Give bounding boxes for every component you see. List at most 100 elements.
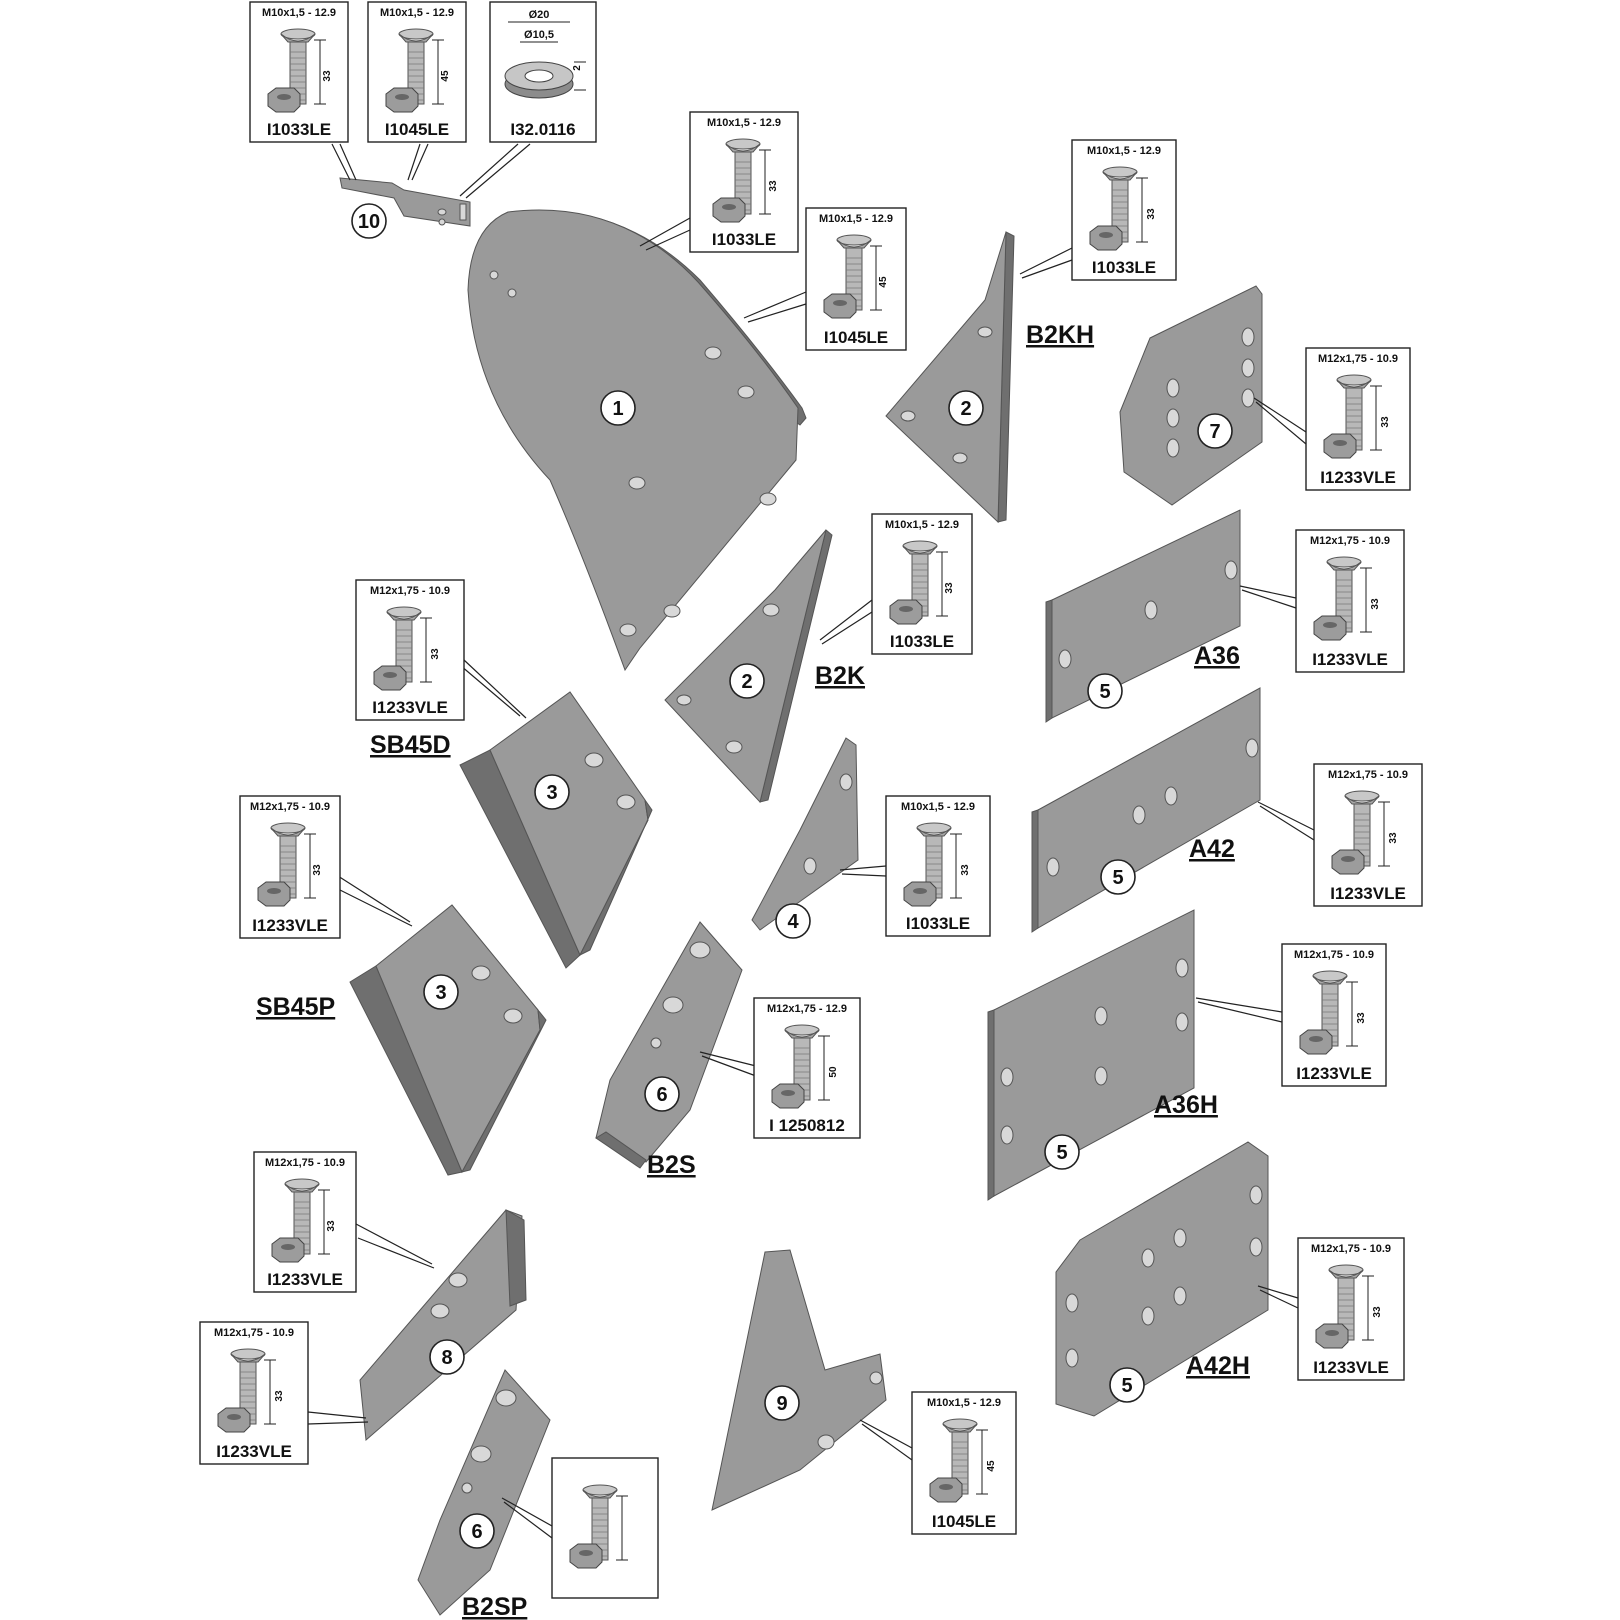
svg-text:45: 45: [440, 70, 451, 82]
svg-text:I1033LE: I1033LE: [1092, 258, 1156, 277]
bolt-box: M10x1,5 - 12.9 33 I1033LE: [1071, 139, 1177, 281]
part-3-sb45d: [459, 691, 653, 969]
callout-10: 10: [351, 203, 387, 239]
svg-text:33: 33: [322, 70, 333, 82]
svg-text:M12x1,75 - 12.9: M12x1,75 - 12.9: [767, 1003, 847, 1015]
svg-text:M12x1,75 - 10.9: M12x1,75 - 10.9: [250, 801, 330, 813]
part-2-b2kh: [885, 231, 1015, 524]
callout-1: 1: [600, 390, 636, 426]
bolt-box: M12x1,75 - 12.9 50 I 1250812: [753, 997, 861, 1139]
bolt-box: M10x1,5 - 12.9 33 I1033LE: [249, 1, 349, 143]
svg-text:10: 10: [358, 211, 380, 233]
svg-text:5: 5: [1056, 1142, 1067, 1164]
part-9: [711, 1249, 887, 1511]
callout-5c: 5: [1044, 1134, 1080, 1170]
label-b2k: B2K: [815, 662, 865, 690]
svg-text:M10x1,5 - 12.9: M10x1,5 - 12.9: [707, 117, 781, 129]
bolt-box: M12x1,75 - 10.9 33 I1233VLE: [1313, 763, 1423, 907]
part-6-b2sp: [417, 1369, 551, 1616]
label-a36h: A36H: [1154, 1091, 1218, 1119]
part-6-b2s: [595, 921, 743, 1169]
svg-text:I1033LE: I1033LE: [267, 120, 331, 139]
svg-text:9: 9: [776, 1393, 787, 1415]
svg-text:I1033LE: I1033LE: [712, 230, 776, 249]
callout-6a: 6: [644, 1076, 680, 1112]
bolt-box: M12x1,75 - 10.9 33 I1233VLE: [1295, 529, 1405, 673]
callout-3b: 3: [423, 974, 459, 1010]
svg-text:M10x1,5 - 12.9: M10x1,5 - 12.9: [819, 213, 893, 225]
svg-text:2: 2: [960, 398, 971, 420]
part-5-a42: [1031, 687, 1261, 933]
svg-text:45: 45: [878, 276, 889, 288]
label-b2s: B2S: [647, 1151, 696, 1179]
svg-text:M10x1,5 - 12.9: M10x1,5 - 12.9: [885, 519, 959, 531]
svg-text:M10x1,5 - 12.9: M10x1,5 - 12.9: [1087, 145, 1161, 157]
svg-text:M10x1,5 - 12.9: M10x1,5 - 12.9: [380, 7, 454, 19]
svg-text:I32.0116: I32.0116: [510, 120, 575, 139]
part-5-a36: [1045, 509, 1241, 723]
svg-text:7: 7: [1209, 421, 1220, 443]
svg-text:M10x1,5 - 12.9: M10x1,5 - 12.9: [262, 7, 336, 19]
svg-text:8: 8: [441, 1347, 452, 1369]
svg-text:I 1250812: I 1250812: [769, 1116, 845, 1135]
callout-4: 4: [775, 903, 811, 939]
svg-text:M12x1,75 - 10.9: M12x1,75 - 10.9: [214, 1327, 294, 1339]
svg-text:33: 33: [768, 180, 779, 192]
callout-7: 7: [1197, 413, 1233, 449]
svg-text:I1045LE: I1045LE: [932, 1512, 996, 1531]
svg-text:2: 2: [741, 671, 752, 693]
callout-2a: 2: [948, 390, 984, 426]
callout-5b: 5: [1100, 859, 1136, 895]
svg-text:33: 33: [312, 864, 323, 876]
svg-text:5: 5: [1112, 867, 1123, 889]
svg-text:33: 33: [1370, 598, 1381, 610]
callout-2b: 2: [729, 663, 765, 699]
svg-text:I1233VLE: I1233VLE: [267, 1270, 343, 1289]
svg-text:M12x1,75 - 10.9: M12x1,75 - 10.9: [1310, 535, 1390, 547]
svg-text:M10x1,5 - 12.9: M10x1,5 - 12.9: [927, 1397, 1001, 1409]
svg-text:45: 45: [986, 1460, 997, 1472]
svg-text:33: 33: [1380, 416, 1391, 428]
part-7: [1119, 285, 1263, 506]
bolt-box: M12x1,75 - 10.9 33 I1233VLE: [199, 1321, 309, 1465]
part-3-sb45p: [349, 904, 547, 1176]
bolt-box: M10x1,5 - 12.9 45 I1045LE: [911, 1391, 1017, 1535]
svg-text:M12x1,75 - 10.9: M12x1,75 - 10.9: [265, 1157, 345, 1169]
svg-text:I1233VLE: I1233VLE: [1313, 1358, 1389, 1377]
part-numbers: 10 1 2 2 7 3 3 4 5 5 5 5 6 6 8 9: [351, 203, 1233, 1549]
callout-8: 8: [429, 1339, 465, 1375]
svg-text:4: 4: [787, 911, 799, 933]
bolt-box: M10x1,5 - 12.9 33 I1033LE: [689, 111, 799, 253]
bolt-box: M12x1,75 - 10.9 33 I1233VLE: [1281, 943, 1387, 1087]
svg-text:M12x1,75 - 10.9: M12x1,75 - 10.9: [1318, 353, 1398, 365]
svg-text:I1233VLE: I1233VLE: [1296, 1064, 1372, 1083]
callout-3a: 3: [534, 774, 570, 810]
part-5-a36h: [987, 909, 1195, 1201]
svg-text:M12x1,75 - 10.9: M12x1,75 - 10.9: [1311, 1243, 1391, 1255]
label-sb45p: SB45P: [256, 993, 335, 1021]
label-sb45d: SB45D: [370, 731, 451, 759]
svg-text:33: 33: [430, 648, 441, 660]
bolt-box: [551, 1457, 659, 1599]
svg-text:M12x1,75 - 10.9: M12x1,75 - 10.9: [1294, 949, 1374, 961]
label-a36: A36: [1194, 642, 1240, 670]
bolt-box: M12x1,75 - 10.9 33 I1233VLE: [1305, 347, 1411, 491]
svg-text:I1233VLE: I1233VLE: [1320, 468, 1396, 487]
label-a42h: A42H: [1186, 1352, 1250, 1380]
svg-text:6: 6: [471, 1521, 482, 1543]
svg-text:I1045LE: I1045LE: [824, 328, 888, 347]
svg-text:2: 2: [572, 65, 583, 71]
callout-5d: 5: [1109, 1367, 1145, 1403]
part-4: [751, 737, 859, 931]
svg-text:I1233VLE: I1233VLE: [372, 698, 448, 717]
bolt-box: M10x1,5 - 12.9 33 I1033LE: [885, 795, 991, 937]
bolt-box: M12x1,75 - 10.9 33 I1233VLE: [355, 579, 465, 721]
part-10-bracket: [339, 177, 471, 227]
svg-text:I1033LE: I1033LE: [906, 914, 970, 933]
part-8: [359, 1209, 527, 1442]
svg-text:I1233VLE: I1233VLE: [216, 1442, 292, 1461]
svg-text:M12x1,75 - 10.9: M12x1,75 - 10.9: [370, 585, 450, 597]
bolt-box: M12x1,75 - 10.9 33 I1233VLE: [1297, 1237, 1405, 1381]
svg-text:50: 50: [828, 1066, 839, 1078]
